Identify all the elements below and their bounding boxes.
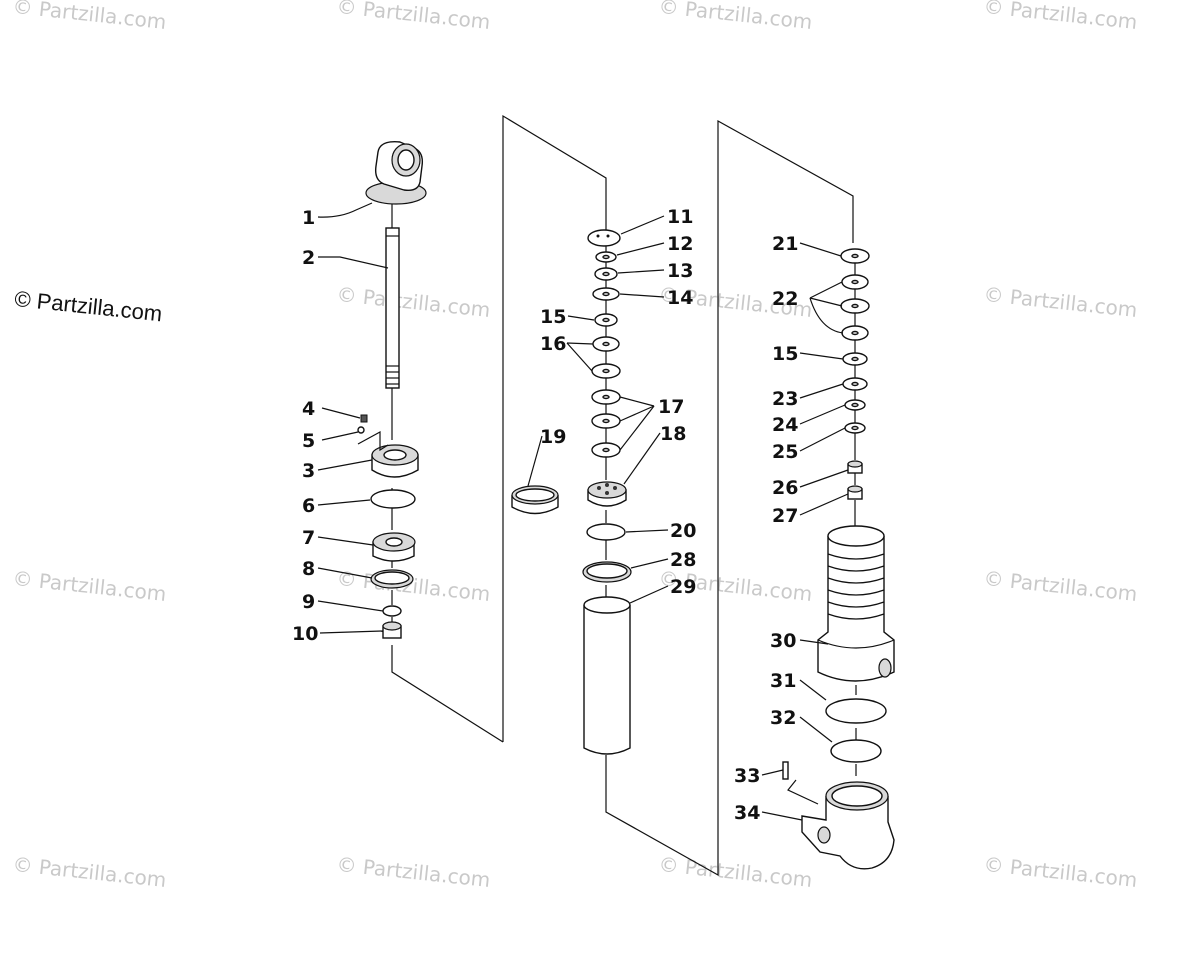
part-19-wear-band bbox=[511, 485, 559, 515]
callout-11: 11 bbox=[667, 206, 693, 228]
callout-5: 5 bbox=[302, 430, 315, 452]
part-29-cylinder-body bbox=[583, 596, 631, 755]
callout-16: 16 bbox=[540, 333, 566, 355]
part-18-piston bbox=[587, 481, 627, 507]
callout-1: 1 bbox=[302, 207, 315, 229]
part-25-nut bbox=[847, 460, 863, 474]
callout-20: 20 bbox=[670, 520, 696, 542]
callout-23: 23 bbox=[772, 388, 798, 410]
callout-8: 8 bbox=[302, 558, 315, 580]
callout-26: 26 bbox=[772, 477, 798, 499]
callout-10: 10 bbox=[292, 623, 318, 645]
part-32-o-ring bbox=[830, 739, 882, 763]
part-7-piston-cap bbox=[372, 532, 416, 562]
callout-22: 22 bbox=[772, 288, 798, 310]
part-34-end-cap bbox=[787, 779, 895, 870]
callout-6: 6 bbox=[302, 495, 315, 517]
callout-25: 25 bbox=[772, 441, 798, 463]
callout-12: 12 bbox=[667, 233, 693, 255]
part-28-seal bbox=[582, 561, 632, 583]
center-shim-stack bbox=[591, 251, 621, 458]
part-10-bumper bbox=[382, 621, 402, 639]
part-1-eye-bushing bbox=[365, 141, 427, 205]
callout-33: 33 bbox=[734, 765, 760, 787]
part-9-washer bbox=[382, 605, 402, 617]
callout-14: 14 bbox=[667, 287, 693, 309]
part-6-o-ring bbox=[370, 489, 416, 509]
callout-9: 9 bbox=[302, 591, 315, 613]
callout-34: 34 bbox=[734, 802, 760, 824]
part-2-shaft bbox=[385, 227, 400, 389]
part-8-seal bbox=[370, 569, 414, 589]
callout-15: 15 bbox=[772, 343, 798, 365]
part-31-o-ring bbox=[825, 698, 887, 724]
callout-2: 2 bbox=[302, 247, 315, 269]
callout-31: 31 bbox=[770, 670, 796, 692]
callout-15: 15 bbox=[540, 306, 566, 328]
part-26-nut bbox=[847, 485, 863, 500]
part-4-setscrew bbox=[360, 414, 368, 423]
callout-4: 4 bbox=[302, 398, 315, 420]
callout-19: 19 bbox=[540, 426, 566, 448]
callout-29: 29 bbox=[670, 576, 696, 598]
callout-labels: 1 2 4 5 3 6 7 8 9 10 11 12 13 14 15 16 1… bbox=[292, 206, 798, 824]
part-11-washer bbox=[587, 229, 621, 247]
part-5-ball bbox=[357, 426, 365, 434]
part-30-reservoir-body bbox=[817, 525, 895, 682]
callout-7: 7 bbox=[302, 527, 315, 549]
right-shim-stack bbox=[840, 248, 870, 434]
callout-27: 27 bbox=[772, 505, 798, 527]
part-3-cap bbox=[357, 430, 419, 478]
callout-30: 30 bbox=[770, 630, 796, 652]
callout-13: 13 bbox=[667, 260, 693, 282]
callout-17: 17 bbox=[658, 396, 684, 418]
callout-3: 3 bbox=[302, 460, 315, 482]
callout-28: 28 bbox=[670, 549, 696, 571]
callout-21: 21 bbox=[772, 233, 798, 255]
callout-32: 32 bbox=[770, 707, 796, 729]
part-33-pin bbox=[782, 761, 789, 780]
part-20-o-ring bbox=[586, 523, 626, 541]
callout-18: 18 bbox=[660, 423, 686, 445]
leader-lines bbox=[317, 202, 849, 821]
callout-24: 24 bbox=[772, 414, 798, 436]
